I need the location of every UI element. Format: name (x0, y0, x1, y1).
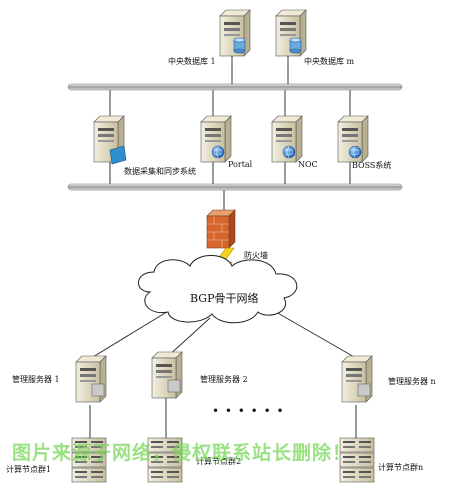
ellipsis: • • • • • • (212, 404, 285, 418)
cloud-icon (138, 255, 298, 324)
globe-icon (211, 145, 225, 159)
monitor-icon (357, 383, 371, 397)
database-icon (233, 37, 246, 54)
monitor-icon (109, 145, 127, 165)
label-cluster-n: 计算节点群n (378, 463, 424, 472)
label-mgmt-server-1: 管理服务器 1 (12, 375, 60, 384)
label-cluster-1: 计算节点群1 (6, 465, 52, 474)
label-cluster-2: 计算节点群2 (196, 457, 242, 466)
label-boss-system: BOSS系统 (352, 161, 392, 170)
middle-bus (67, 183, 403, 191)
firewall-icon (206, 209, 236, 249)
monitor-icon (91, 383, 105, 397)
label-data-sync-system: 数据采集和同步系统 (124, 167, 196, 176)
database-icon (289, 37, 302, 54)
label-noc: NOC (298, 160, 318, 169)
label-central-db-1: 中央数据库 1 (168, 57, 216, 66)
label-mgmt-server-n: 管理服务器 n (388, 377, 436, 386)
label-bgp-backbone: BGP骨干网络 (190, 292, 259, 305)
monitor-icon (167, 379, 181, 393)
globe-icon (348, 145, 362, 159)
label-mgmt-server-2: 管理服务器 2 (200, 375, 248, 384)
label-firewall: 防火墙 (244, 251, 268, 260)
top-bus (67, 83, 403, 91)
watermark: 图片来源于网络，侵权联系站长删除！ (12, 442, 353, 464)
label-portal: Portal (228, 160, 253, 169)
label-central-db-m: 中央数据库 m (304, 57, 355, 66)
globe-icon (282, 145, 296, 159)
